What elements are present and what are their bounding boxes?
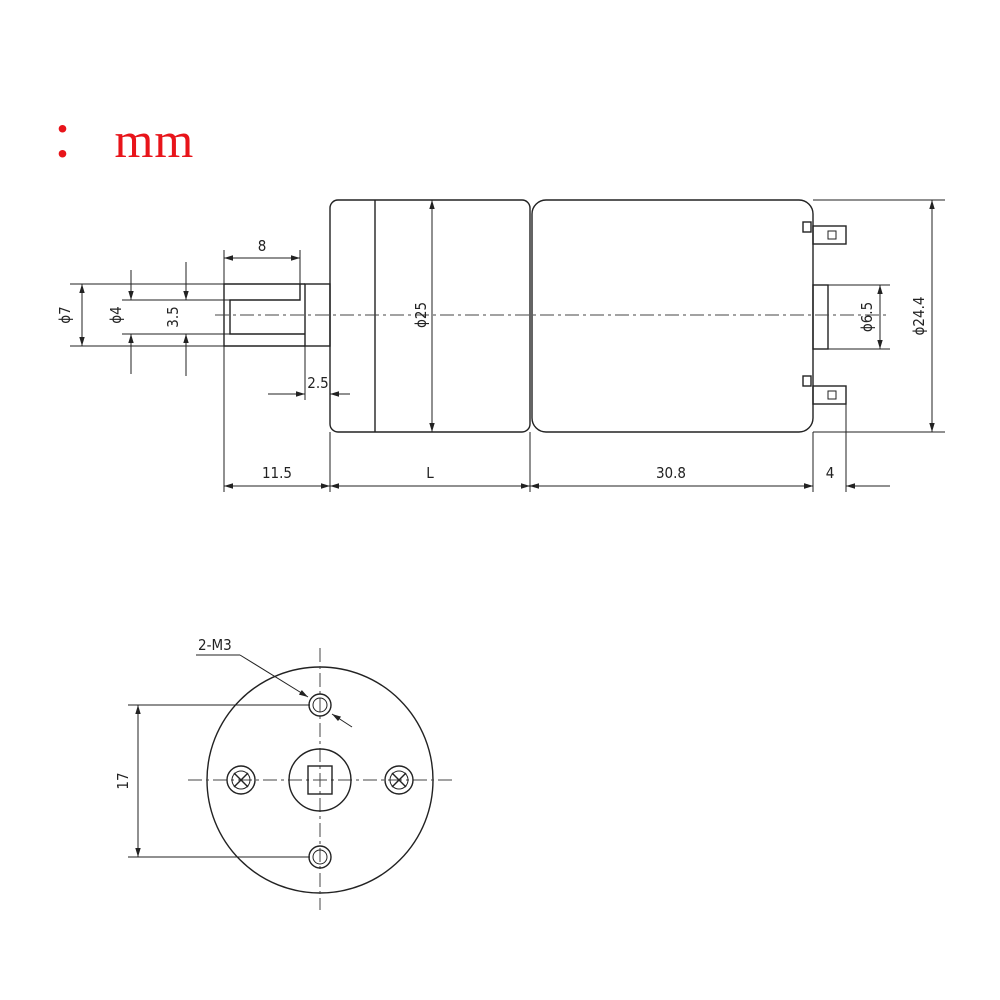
terminal-top	[802, 221, 847, 245]
dim-8: 8	[258, 237, 267, 255]
gearbox-body	[329, 199, 531, 433]
screw-right	[384, 765, 414, 795]
shaft-collar	[304, 283, 331, 347]
dim-phi6-5: ϕ6.5	[858, 302, 876, 332]
dim-phi4: ϕ4	[107, 306, 125, 323]
shaft-flat	[229, 284, 305, 335]
front-view: 2-M3 17	[114, 636, 455, 910]
dim-phi24-4: ϕ24.4	[910, 297, 928, 336]
dim-3-5: 3.5	[164, 306, 182, 327]
motor-body	[531, 199, 814, 433]
label-2-m3: 2-M3	[198, 636, 232, 654]
center-shaft-flat	[307, 765, 333, 795]
unit-label: ： mm	[50, 112, 195, 168]
dim-L: L	[426, 464, 434, 482]
dim-phi25: ϕ25	[412, 302, 430, 328]
dim-2-5: 2.5	[307, 374, 328, 392]
rear-boss	[812, 284, 829, 350]
terminal-bottom	[802, 375, 847, 405]
screw-left	[226, 765, 256, 795]
dim-11-5: 11.5	[262, 464, 292, 482]
dim-phi7: ϕ7	[56, 306, 74, 323]
dim-17: 17	[114, 772, 132, 789]
dim-30-8: 30.8	[656, 464, 686, 482]
center-boss	[288, 748, 352, 812]
side-view: 8 ϕ7 ϕ4 3.5 ϕ25 ϕ6.5 ϕ24.4 2.5 11.5 L 30…	[56, 199, 945, 492]
dim-4: 4	[826, 464, 835, 482]
